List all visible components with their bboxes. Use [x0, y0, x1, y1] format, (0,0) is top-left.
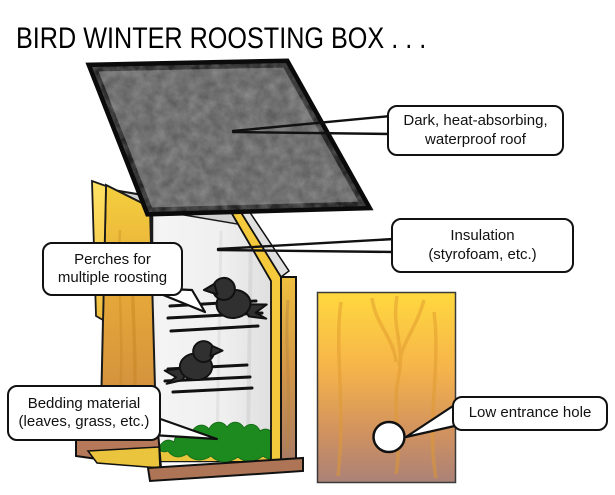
- roof-panel: [85, 58, 374, 217]
- callout-entrance-line1: Low entrance hole: [468, 404, 592, 422]
- callout-perches-line2: multiple roosting: [57, 269, 168, 286]
- page-title: BIRD WINTER ROOSTING BOX . . .: [16, 22, 427, 55]
- callout-perches-line1: Perches for: [74, 250, 151, 268]
- callout-bedding: Bedding material (leaves, grass, etc.): [7, 385, 161, 441]
- callout-entrance: Low entrance hole: [452, 396, 608, 431]
- floor-front-bar: [146, 456, 304, 483]
- floor-yellow-edge: [86, 446, 161, 469]
- callout-insulation-line1: Insulation: [450, 227, 515, 245]
- entrance-hole: [372, 420, 406, 454]
- front-panel: [316, 291, 457, 484]
- leader-lines: [216, 114, 396, 254]
- callout-roof-line2: waterproof roof: [425, 130, 526, 148]
- callout-roof-line1: Dark, heat-absorbing,: [403, 112, 548, 130]
- callout-insulation: Insulation (styrofoam, etc.): [391, 218, 574, 273]
- interior-seam: [246, 232, 253, 448]
- callout-insulation-line2: (styrofoam, etc.): [428, 245, 537, 263]
- callout-bedding-line2: (leaves, grass, etc.): [18, 413, 150, 430]
- wood-grain-lines: [336, 295, 438, 479]
- callout-roof: Dark, heat-absorbing, waterproof roof: [387, 105, 564, 156]
- callout-perches: Perches for multiple roosting: [42, 242, 183, 296]
- interior-seam: [215, 230, 223, 448]
- wood-grain-lines: [285, 299, 291, 451]
- roof-texture: [92, 63, 366, 212]
- callout-bedding-line1: Bedding material: [27, 394, 141, 412]
